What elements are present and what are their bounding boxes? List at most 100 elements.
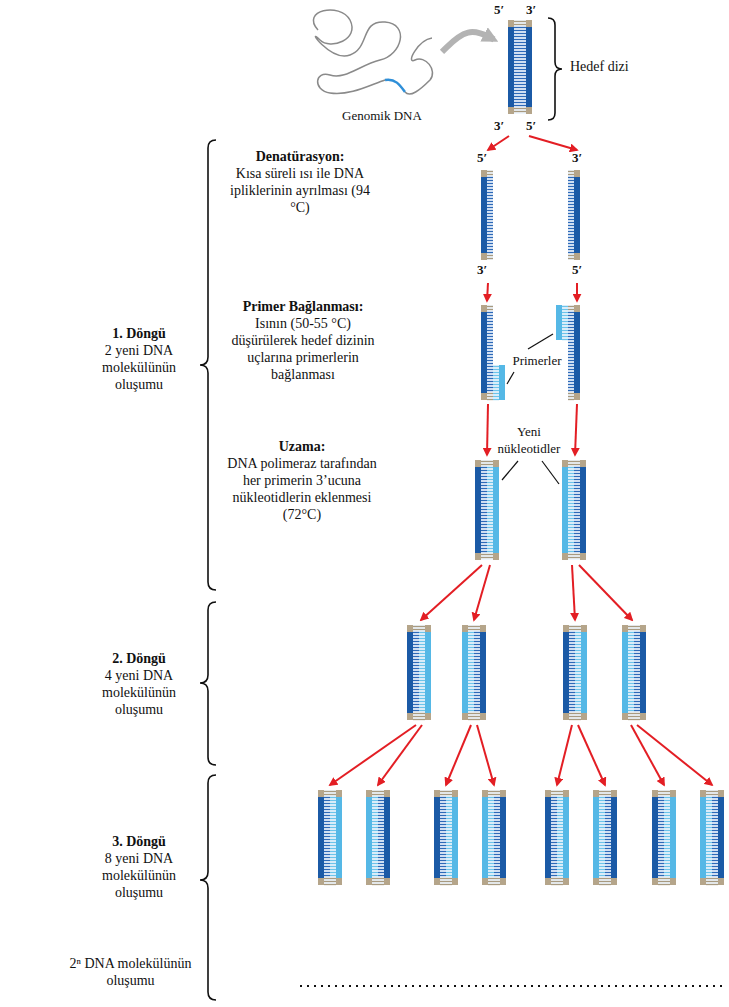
base-pair-rung	[599, 848, 605, 849]
base-pair-rung	[372, 815, 378, 816]
base-pair-rung	[574, 548, 580, 549]
base-pair-rung	[605, 836, 611, 837]
base-pair-rung	[494, 827, 500, 828]
base-pair-rung	[440, 830, 446, 831]
base-pair-rung	[557, 848, 563, 849]
dna-end-cap	[482, 790, 488, 797]
dna-end-cap	[482, 878, 488, 885]
base-pair-rung	[494, 830, 500, 831]
base-pair-rung	[562, 309, 568, 310]
base-pair-rung	[568, 171, 574, 172]
base-pair-rung	[574, 473, 580, 474]
base-pair-rung	[557, 812, 563, 813]
base-pair-rung	[557, 872, 563, 873]
base-pair-rung	[706, 833, 712, 834]
base-pair-rung	[378, 833, 384, 834]
step-text: 4 yeni DNA molekülünün oluşumu	[80, 667, 198, 718]
base-pair-rung	[562, 333, 568, 334]
base-pair-rung	[419, 719, 425, 720]
base-pair-rung	[569, 677, 575, 678]
base-pair-rung	[330, 803, 336, 804]
dna-backbone	[580, 460, 586, 560]
base-pair-rung	[712, 845, 718, 846]
base-pair-rung	[440, 866, 446, 867]
base-pair-rung	[520, 66, 526, 67]
step-text: 2 yeni DNA molekülünün oluşumu	[80, 342, 198, 393]
base-pair-rung	[378, 857, 384, 858]
base-pair-rung	[514, 48, 520, 49]
base-pair-rung	[487, 470, 493, 471]
base-pair-rung	[487, 461, 493, 462]
text-block: Denatürasyon:Kısa süreli ısı ile DNA ipl…	[230, 148, 370, 216]
base-pair-rung	[330, 818, 336, 819]
base-pair-rung	[557, 800, 563, 801]
base-pair-rung	[413, 695, 419, 696]
dna-backbone	[563, 625, 569, 720]
base-pair-rung	[468, 644, 474, 645]
base-pair-rung	[514, 21, 520, 22]
base-pair-rung	[324, 806, 330, 807]
base-pair-rung	[557, 833, 563, 834]
base-pair-rung	[372, 878, 378, 879]
base-pair-rung	[413, 689, 419, 690]
base-pair-rung	[658, 863, 664, 864]
base-pair-rung	[628, 641, 634, 642]
base-pair-rung	[324, 872, 330, 873]
base-pair-rung	[494, 815, 500, 816]
base-pair-rung	[664, 797, 670, 798]
base-pair-rung	[372, 827, 378, 828]
base-pair-rung	[568, 333, 574, 334]
base-pair-rung	[634, 647, 640, 648]
base-pair-rung	[446, 803, 452, 804]
base-pair-rung	[468, 677, 474, 678]
base-pair-rung	[568, 518, 574, 519]
base-pair-rung	[706, 869, 712, 870]
base-pair-rung	[413, 650, 419, 651]
base-pair-rung	[634, 644, 640, 645]
base-pair-rung	[378, 848, 384, 849]
base-pair-rung	[440, 839, 446, 840]
base-pair-rung	[330, 863, 336, 864]
base-pair-rung	[634, 626, 640, 627]
base-pair-rung	[378, 842, 384, 843]
base-pair-rung	[488, 854, 494, 855]
base-pair-rung	[419, 662, 425, 663]
base-pair-rung	[488, 866, 494, 867]
base-pair-rung	[569, 626, 575, 627]
base-pair-rung	[481, 548, 487, 549]
base-pair-rung	[514, 81, 520, 82]
base-pair-rung	[487, 527, 493, 528]
red-arrow	[487, 404, 488, 455]
dna-end-cap	[581, 713, 587, 720]
base-pair-rung	[514, 78, 520, 79]
base-pair-rung	[487, 512, 493, 513]
base-pair-rung	[706, 845, 712, 846]
base-pair-rung	[468, 698, 474, 699]
base-pair-rung	[706, 860, 712, 861]
base-pair-rung	[575, 704, 581, 705]
base-pair-rung	[628, 719, 634, 720]
base-pair-rung	[324, 815, 330, 816]
base-pair-rung	[481, 506, 487, 507]
base-pair-rung	[664, 824, 670, 825]
base-pair-rung	[658, 845, 664, 846]
strand-end-label: 3′	[572, 150, 582, 166]
base-pair-rung	[520, 27, 526, 28]
base-pair-rung	[514, 111, 520, 112]
dna-end-cap	[318, 790, 324, 797]
base-pair-rung	[599, 821, 605, 822]
base-pair-rung	[487, 551, 493, 552]
base-pair-rung	[628, 647, 634, 648]
base-pair-rung	[372, 794, 378, 795]
base-pair-rung	[706, 875, 712, 876]
base-pair-rung	[419, 653, 425, 654]
base-pair-rung	[446, 824, 452, 825]
base-pair-rung	[488, 809, 494, 810]
red-arrow	[330, 725, 416, 785]
base-pair-rung	[628, 713, 634, 714]
base-pair-rung	[493, 366, 499, 367]
base-pair-rung	[634, 701, 640, 702]
base-pair-rung	[557, 836, 563, 837]
base-pair-rung	[712, 809, 718, 810]
base-pair-rung	[514, 54, 520, 55]
